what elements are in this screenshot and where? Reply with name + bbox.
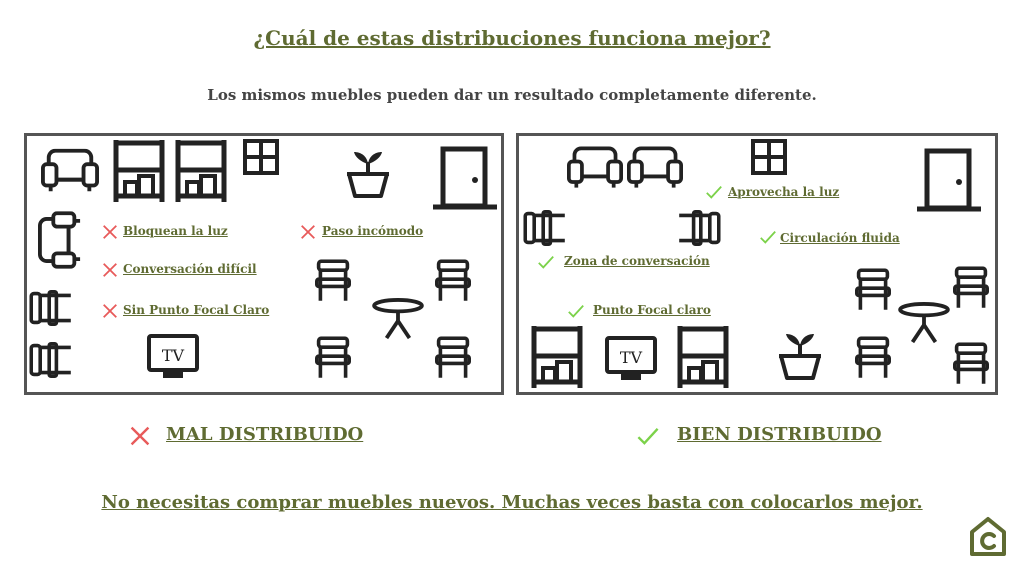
good-verdict: BIEN DISTRIBUIDO xyxy=(677,424,882,445)
chair-icon xyxy=(435,336,471,380)
check-mark-icon xyxy=(759,228,777,246)
plant-icon xyxy=(777,332,823,380)
check-mark-icon xyxy=(705,183,723,201)
window-icon xyxy=(751,139,787,175)
good-note-light: Aprovecha la luz xyxy=(728,185,840,199)
check-mark-icon xyxy=(567,302,585,320)
chair-icon xyxy=(315,259,351,303)
chair-icon xyxy=(855,336,891,380)
cross-mark-icon xyxy=(128,424,152,448)
check-mark-icon xyxy=(537,253,555,271)
good-note-circulation: Circulación fluida xyxy=(780,231,900,245)
cross-mark-icon xyxy=(101,223,119,241)
armchair-icon xyxy=(627,146,683,190)
bookshelf-icon xyxy=(113,140,165,202)
bookshelf-icon xyxy=(175,140,227,202)
door-icon xyxy=(433,146,497,210)
cross-mark-icon xyxy=(101,261,119,279)
armchair-icon xyxy=(567,146,623,190)
good-note-focal: Punto Focal claro xyxy=(593,303,711,317)
sofa-icon xyxy=(41,148,99,194)
tv-label: TV xyxy=(162,346,185,365)
round-table-icon xyxy=(897,302,951,344)
chair-icon xyxy=(435,259,471,303)
tv-icon: TV xyxy=(147,334,199,378)
house-c-logo-icon xyxy=(970,517,1006,556)
tv-label: TV xyxy=(620,348,643,367)
round-table-icon xyxy=(371,298,425,340)
chair-icon xyxy=(677,210,721,246)
cross-mark-icon xyxy=(101,302,119,320)
chair-icon xyxy=(953,342,989,386)
chair-icon xyxy=(315,336,351,380)
plant-icon xyxy=(345,150,391,198)
chair-icon xyxy=(29,342,73,378)
footer-message: No necesitas comprar muebles nuevos. Muc… xyxy=(101,492,923,513)
bad-note-passage: Paso incómodo xyxy=(322,224,424,238)
bookshelf-icon xyxy=(531,326,583,388)
check-mark-icon xyxy=(634,424,662,448)
bookshelf-icon xyxy=(677,326,729,388)
bad-note-light: Bloquean la luz xyxy=(123,224,228,238)
good-note-conversation: Zona de conversación xyxy=(564,254,710,268)
armchair-icon xyxy=(38,211,82,269)
chair-icon xyxy=(855,268,891,312)
page-title: ¿Cuál de estas distribuciones funciona m… xyxy=(253,26,771,50)
bad-layout-panel: Bloquean la luz Paso incómodo Conversaci… xyxy=(24,133,504,395)
window-icon xyxy=(243,139,279,175)
page-subtitle: Los mismos muebles pueden dar un resulta… xyxy=(207,86,817,104)
good-layout-panel: Aprovecha la luz Circulación fluida Zona… xyxy=(516,133,998,395)
chair-icon xyxy=(953,266,989,310)
bad-note-focal: Sin Punto Focal Claro xyxy=(123,303,270,317)
door-icon xyxy=(917,148,981,212)
chair-icon xyxy=(523,210,567,246)
tv-icon: TV xyxy=(605,336,657,380)
cross-mark-icon xyxy=(299,223,317,241)
bad-note-conversation: Conversación difícil xyxy=(123,262,257,276)
bad-verdict: MAL DISTRIBUIDO xyxy=(166,424,364,445)
chair-icon xyxy=(29,290,73,326)
